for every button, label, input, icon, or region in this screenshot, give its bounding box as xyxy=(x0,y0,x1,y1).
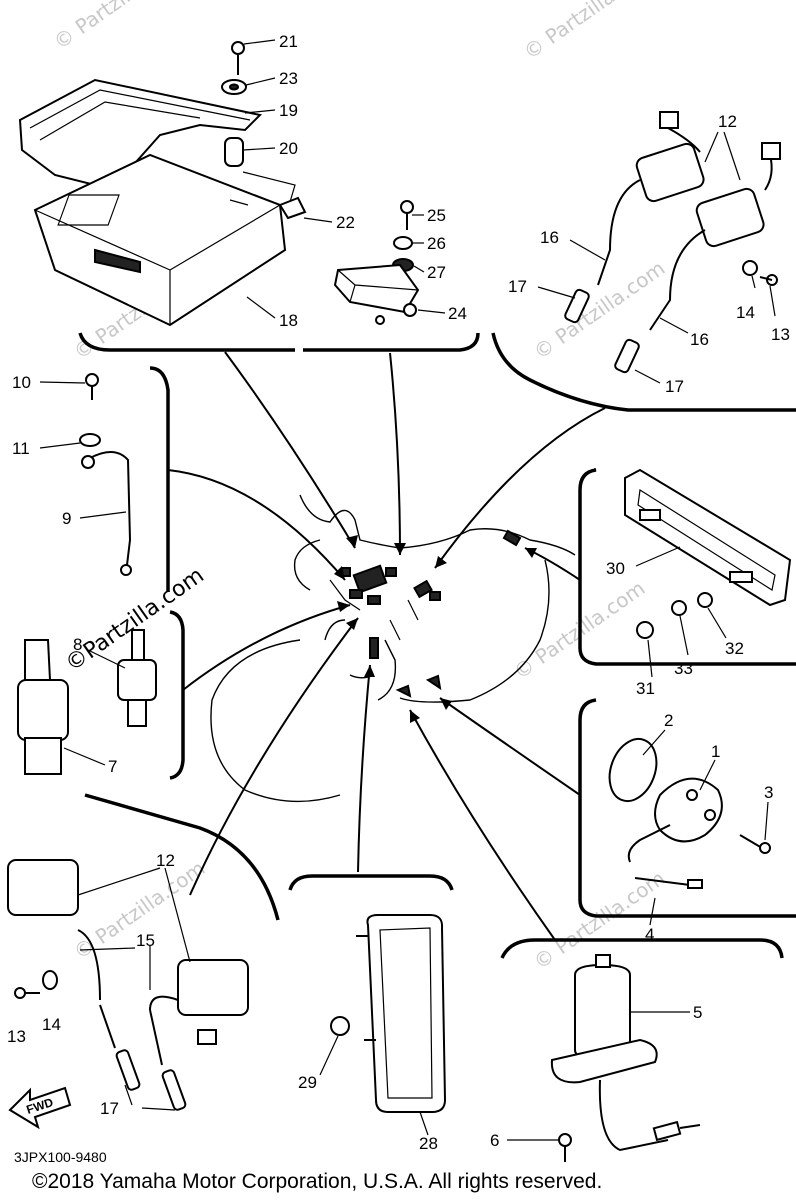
cdi-unit-assembly xyxy=(18,41,307,327)
callout-12: 12 xyxy=(156,851,175,870)
callout-18: 18 xyxy=(279,311,298,330)
callout-16: 16 xyxy=(540,228,559,247)
callout-26: 26 xyxy=(427,234,446,253)
callout-30: 30 xyxy=(606,559,625,578)
callout-25: 25 xyxy=(427,206,446,225)
callout-17: 17 xyxy=(665,377,684,396)
callout-24: 24 xyxy=(448,304,467,323)
callout-21: 21 xyxy=(279,32,298,51)
callout-labels: 21 23 19 20 22 18 25 26 27 24 12 16 17 1… xyxy=(7,32,790,1153)
center-components xyxy=(329,529,522,698)
callout-12: 12 xyxy=(718,112,737,131)
callout-20: 20 xyxy=(279,139,298,158)
callout-5: 5 xyxy=(693,1003,702,1022)
callout-3: 3 xyxy=(764,783,773,802)
switch-assembly xyxy=(17,629,157,775)
lamp-lens-assembly xyxy=(624,468,792,639)
section-brackets xyxy=(78,332,796,959)
callout-29: 29 xyxy=(298,1073,317,1092)
callout-13: 13 xyxy=(771,325,790,344)
callout-17: 17 xyxy=(100,1099,119,1118)
callout-4: 4 xyxy=(645,925,654,944)
callout-23: 23 xyxy=(279,69,298,88)
callout-leaders xyxy=(39,39,776,1141)
callout-14: 14 xyxy=(736,303,755,322)
relay-assembly xyxy=(333,200,420,325)
callout-11: 11 xyxy=(12,439,30,458)
callout-16: 16 xyxy=(690,330,709,349)
ignition-coils-top xyxy=(564,111,781,374)
callout-28: 28 xyxy=(419,1134,438,1153)
callout-1: 1 xyxy=(711,742,720,761)
callout-9: 9 xyxy=(62,509,71,528)
callout-13: 13 xyxy=(7,1027,26,1046)
callout-2: 2 xyxy=(664,711,673,730)
fwd-arrow: FWD xyxy=(8,1086,72,1130)
callout-8: 8 xyxy=(73,635,82,654)
motorcycle-outline xyxy=(210,494,576,803)
ground-wire-assembly xyxy=(79,373,132,576)
diagram-code: 3JPX100-9480 xyxy=(14,1149,107,1165)
callout-7: 7 xyxy=(108,757,117,776)
copyright-notice: ©2018 Yamaha Motor Corporation, U.S.A. A… xyxy=(32,1170,602,1193)
callout-22: 22 xyxy=(336,213,355,232)
reflector-assembly xyxy=(330,914,447,1113)
callout-31: 31 xyxy=(636,679,655,698)
callout-15: 15 xyxy=(136,931,155,950)
callout-10: 10 xyxy=(12,373,31,392)
callout-17: 17 xyxy=(508,277,527,296)
callout-27: 27 xyxy=(427,263,446,282)
sensor-assembly xyxy=(608,738,771,889)
solenoid-assembly xyxy=(550,954,701,1162)
callout-6: 6 xyxy=(490,1131,499,1150)
callout-14: 14 xyxy=(42,1015,61,1034)
watermark: © Partzilla.com xyxy=(49,0,189,54)
watermark: © Partzilla.com xyxy=(519,0,659,64)
callout-19: 19 xyxy=(279,101,298,120)
watermark: © Partzilla.com xyxy=(529,256,669,364)
callout-32: 32 xyxy=(725,639,744,658)
callout-33: 33 xyxy=(674,659,693,678)
ignition-coils-bottom xyxy=(7,859,249,1111)
leader-arrows xyxy=(167,351,606,941)
